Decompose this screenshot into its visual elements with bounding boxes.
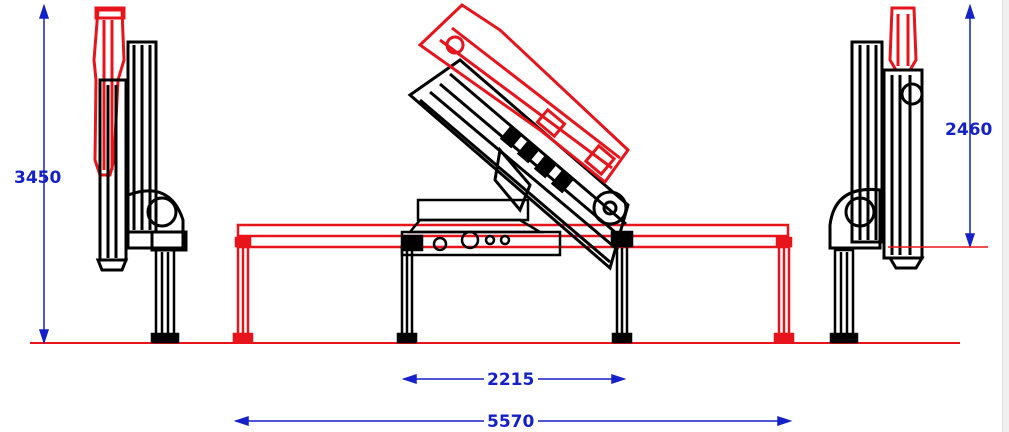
outer-span-label: 5570 bbox=[487, 412, 534, 432]
vertical-scrollbar[interactable] bbox=[1002, 0, 1009, 432]
left-outrigger-leg bbox=[150, 248, 180, 344]
total-height-label: 3450 bbox=[14, 168, 61, 188]
inner-span-label-bg bbox=[484, 368, 538, 388]
red-outrigger-beam bbox=[232, 223, 795, 344]
right-red-boom bbox=[888, 6, 918, 72]
left-folded-crane-view bbox=[92, 6, 188, 344]
right-black-column bbox=[828, 40, 925, 270]
inner-span-label: 2215 bbox=[487, 370, 534, 390]
right-folded-crane-view bbox=[828, 6, 925, 344]
dimension-total-height bbox=[38, 3, 50, 345]
left-black-column bbox=[95, 40, 188, 272]
center-crane-view bbox=[232, 3, 795, 344]
outer-span-label-bg bbox=[484, 410, 538, 430]
inner-outrigger-legs bbox=[396, 244, 633, 344]
folded-height-label: 2460 bbox=[945, 120, 992, 140]
red-upper-boom bbox=[417, 3, 630, 185]
left-red-boom bbox=[92, 6, 126, 177]
black-boom-arm bbox=[407, 58, 630, 271]
dimension-folded-height bbox=[888, 3, 988, 249]
right-outrigger-leg bbox=[829, 248, 859, 344]
